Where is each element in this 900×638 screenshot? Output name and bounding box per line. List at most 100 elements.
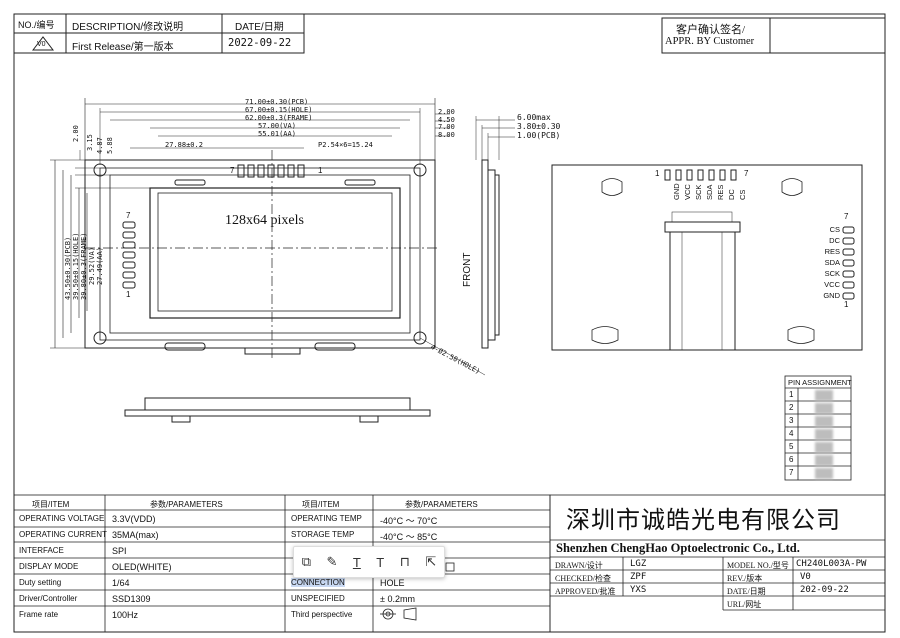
company-name-cn: 深圳市诚皓光电有限公司 [566,508,841,534]
param-item: OPERATING CURRENT [19,530,107,539]
param-item: STORAGE TEMP [291,530,355,539]
back-top-pin-6: DC [727,189,736,200]
back-right-pin-4: SDA [824,258,840,267]
description-label: DESCRIPTION/修改说明 [72,22,184,33]
copy-icon[interactable]: ⧉ [301,554,312,569]
left-pin-seven: 7 [126,211,131,220]
checked-value: ZPF [630,572,647,582]
date-label: DATE/日期 [235,22,284,33]
param-value: 100Hz [112,610,139,620]
back-pin-one: 1 [655,169,660,178]
param-value: ± 0.2mm [380,594,415,604]
param-item: OPERATING VOLTAGE [19,514,105,523]
param-item: OPERATING TEMP [291,514,362,523]
model-label: MODEL NO./型号 [727,561,789,570]
params-right-item-header: 项目/ITEM [302,500,340,509]
redacted-cell [815,455,833,466]
back-top-pin-1: GND [672,183,681,200]
text-icon[interactable]: T [376,554,385,570]
left-pin-one: 1 [126,290,131,299]
back-top-pin-7: CS [738,189,747,200]
param-item: Third perspective [291,610,353,619]
dim-va-width: 57.00(VA) [258,122,296,130]
back-right-pin-2: DC [829,236,840,245]
params-right-value-header: 参数/PARAMETERS [405,500,478,509]
approved-value: YXS [630,585,647,595]
pin-row-2: 2 [789,403,794,412]
front-pin-one: 1 [318,166,323,175]
drawn-value: LGZ [630,559,647,569]
param-value: 35MA(max) [112,530,159,540]
dim-right-3: 7.00 [438,123,455,131]
param-item: Duty setting [19,578,62,587]
redacted-cell [815,416,833,427]
param-item: UNSPECIFIED [291,594,345,603]
params-left-value-header: 参数/PARAMETERS [150,500,223,509]
dim-va-height: 29.52(VA) [88,247,96,285]
approval-en: APPR. BY Customer [665,36,755,47]
bookmark-icon[interactable]: ⊓ [399,554,410,569]
param-item: Frame rate [19,610,59,619]
dim-pin-offset: 27.88±0.2 [165,141,203,149]
back-right-pin-3: RES [824,247,840,256]
dim-aa-width: 55.01(AA) [258,130,296,138]
pin-row-3: 3 [789,416,794,425]
front-label: FRONT [462,252,473,287]
dim-aa-height: 27.49(AA) [96,247,104,285]
params-left-item-header: 项目/ITEM [32,500,70,509]
param-item: INTERFACE [19,546,64,555]
param-value: HOLE [380,578,405,588]
text-strike-icon[interactable]: T [352,554,361,570]
approval-cn: 客户确认签名/ [676,24,746,36]
front-pin-seven: 7 [230,166,235,175]
pin-row-7: 7 [789,468,794,477]
dim-frame-height: 39.80±0.3(FRAME) [80,232,88,300]
dim-hole-width: 67.00±0.15(HOLE) [245,106,313,114]
pixels-label: 128x64 pixels [225,213,304,228]
dim-right-4: 8.00 [438,131,455,139]
redacted-cell [815,442,833,453]
redacted-cell [815,403,833,414]
no-label: NO./编号 [18,20,55,30]
dim-right-1: 2.00 [438,108,455,116]
release-text: First Release/第一版本 [72,42,174,53]
side-dim-max: 6.00max [517,113,551,122]
pen-icon[interactable]: ✎ [326,554,338,569]
redacted-cell [815,390,833,401]
param-value: -40°C ～ 70°C [380,516,438,526]
approved-label: APPROVED/批准 [555,587,616,596]
dim-frame-width: 62.00±0.3(FRAME) [245,114,313,122]
back-right-pin-seven: 7 [844,212,849,221]
drawn-label: DRAWN/设计 [555,561,603,570]
model-value: CH240L003A-PW [796,559,867,569]
back-right-pin-1: CS [829,225,840,234]
dim-left-3: 4.87 [96,137,104,154]
dim-left-1: 2.00 [72,125,80,142]
param-value: 1/64 [112,578,130,588]
param-item: DISPLAY MODE [19,562,79,571]
redacted-cell [815,429,833,440]
dim-right-2: 4.50 [438,116,455,124]
back-right-pin-6: VCC [824,280,840,289]
back-right-pin-5: SCK [824,269,840,278]
back-top-pin-3: SCK [694,184,703,200]
back-top-pin-2: VCC [683,184,692,200]
release-date: 2022-09-22 [228,37,292,49]
dim-left-4: 5.88 [106,137,114,154]
param-value: SSD1309 [112,594,151,604]
rev-value: V0 [800,572,811,582]
share-icon[interactable]: ⇱ [425,554,437,569]
checked-label: CHECKED/检查 [555,574,611,583]
param-item: Driver/Controller [19,594,78,603]
param-value: 3.3V(VDD) [112,514,156,524]
company-name-en: Shenzhen ChengHao Optoelectronic Co., Lt… [556,541,800,555]
redacted-cell [815,468,833,479]
back-top-pin-4: SDA [705,184,714,200]
param-value: -40°C ～ 85°C [380,532,438,542]
pin-row-6: 6 [789,455,794,464]
param-value: SPI [112,546,127,556]
param-value: OLED(WHITE) [112,562,172,572]
annotation-toolbar: ⧉ ✎ T T ⊓ ⇱ [293,546,445,578]
pin-row-4: 4 [789,429,794,438]
